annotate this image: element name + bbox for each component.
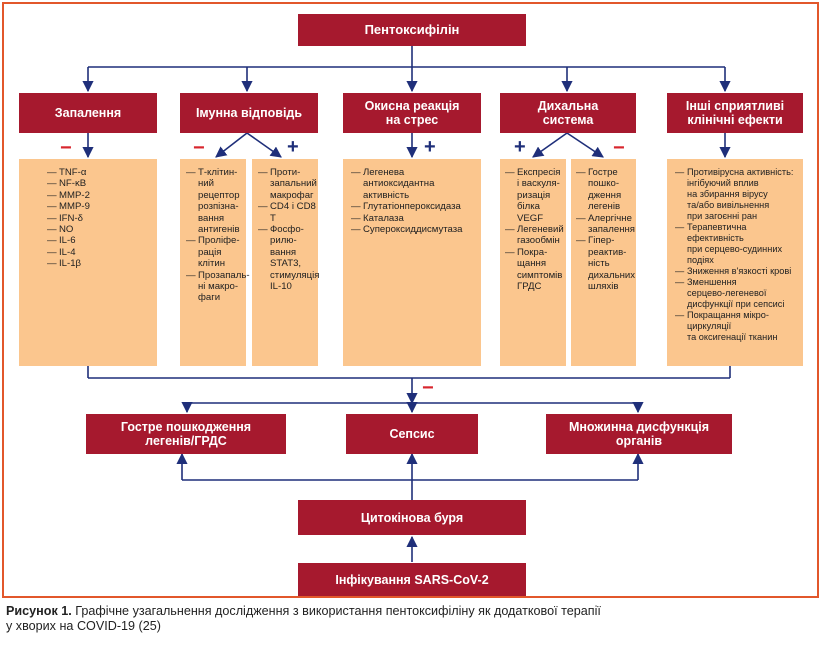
panel-list-item: Легеневий газообмін bbox=[505, 224, 564, 247]
panel-list-item: Покра- щання симптомів ГРДС bbox=[505, 247, 564, 293]
category-label: Інші сприятливі клінічні ефекти bbox=[685, 99, 785, 127]
outcome-label: Гостре пошкодження легенів/ГРДС bbox=[120, 420, 252, 448]
panel-list-item: IL-4 bbox=[47, 247, 151, 259]
arrow-resp-minus bbox=[566, 132, 604, 158]
arrow-resp-plus bbox=[532, 132, 568, 158]
panel-list-item: Противірусна активність: інгібуючий впли… bbox=[675, 167, 801, 222]
arrow-immune-minus bbox=[215, 132, 248, 158]
pentoxifylline-label: Пентоксифілін bbox=[364, 22, 460, 37]
cytokine-storm-label: Цитокінова буря bbox=[360, 510, 464, 525]
panel-list-item: NF-κB bbox=[47, 178, 151, 190]
panel-list-item: IL-6 bbox=[47, 235, 151, 247]
category-immune-response: Імунна відповідь bbox=[180, 93, 318, 133]
outcome-multiple-organ-dysfunction: Множинна дисфункція органів bbox=[546, 414, 732, 454]
panel-list-item: Легенева антиоксидантна активність bbox=[351, 167, 477, 201]
panel-list-item: IL-1β bbox=[47, 258, 151, 270]
arrow-immune-plus bbox=[246, 132, 282, 158]
sars-cov-2-infection-box: Інфікування SARS-CoV-2 bbox=[298, 563, 526, 596]
figure-frame bbox=[2, 2, 819, 598]
category-label: Запалення bbox=[54, 106, 122, 120]
immune-plus-list: Проти- запальний макрофагCD4 і CD8 TФосф… bbox=[258, 167, 319, 292]
panel-list-item: Зниження в'язкості крові bbox=[675, 266, 801, 277]
outcome-label: Множинна дисфункція органів bbox=[568, 420, 710, 448]
minus-sign-outcomes: − bbox=[422, 377, 434, 399]
panel-list-item: Прозапаль- ні макро- фаги bbox=[186, 270, 250, 304]
figure-caption: Рисунок 1. Графічне узагальнення дослідж… bbox=[6, 604, 806, 634]
panel-list-item: Гостре пошко- дження легенів bbox=[576, 167, 634, 213]
panel-list-item: Проліфе- рація клітин bbox=[186, 235, 244, 269]
plus-sign-respiratory: + bbox=[514, 136, 526, 158]
panel-respiratory-plus: Експресія і васкуля- ризація білка VEGFЛ… bbox=[500, 159, 566, 366]
panel-inflammation: TNF-αNF-κBMMP-2MMP-9IFN-δNOIL-6IL-4IL-1β bbox=[19, 159, 157, 366]
panel-list-item: Каталаза bbox=[351, 213, 477, 225]
panel-immune-minus: Т-клітин- ний рецептор розпізна- вання а… bbox=[180, 159, 250, 366]
outcome-ards: Гостре пошкодження легенів/ГРДС bbox=[86, 414, 286, 454]
plus-sign-immune: + bbox=[287, 136, 299, 158]
panel-list-item: Супероксиддисмутаза bbox=[351, 224, 477, 236]
panel-list-item: Проти- запальний макрофаг bbox=[258, 167, 317, 201]
panel-list-item: Покращання мікро- циркуляції та оксигена… bbox=[675, 310, 801, 343]
panel-list-item: NO bbox=[47, 224, 151, 236]
panel-list-item: MMP-9 bbox=[47, 201, 151, 213]
pentoxifylline-box: Пентоксифілін bbox=[298, 14, 526, 46]
panel-list-item: IFN-δ bbox=[47, 213, 151, 225]
outcome-sepsis: Сепсис bbox=[346, 414, 478, 454]
caption-text: Графічне узагальнення дослідження з вико… bbox=[6, 604, 601, 633]
infection-label: Інфікування SARS-CoV-2 bbox=[335, 572, 489, 587]
immune-minus-list: Т-клітин- ний рецептор розпізна- вання а… bbox=[186, 167, 250, 304]
caption-label: Рисунок 1. bbox=[6, 604, 72, 618]
panel-list-item: Фосфо- рилю- вання STAT3, стимуляція IL-… bbox=[258, 224, 319, 292]
panel-list-item: Гіпер- реактив- ність дихальних шляхів bbox=[576, 235, 635, 292]
panel-list-item: Експресія і васкуля- ризація білка VEGF bbox=[505, 167, 564, 224]
panel-list-item: Зменшення серцево-легеневої дисфункції п… bbox=[675, 277, 801, 310]
panel-oxidative: Легенева антиоксидантна активністьГлутат… bbox=[343, 159, 481, 366]
panel-list-item: Глутатіонпероксидаза bbox=[351, 201, 477, 213]
inflammation-list: TNF-αNF-κBMMP-2MMP-9IFN-δNOIL-6IL-4IL-1β bbox=[47, 167, 151, 270]
panel-other-effects: Противірусна активність: інгібуючий впли… bbox=[667, 159, 803, 366]
category-inflammation: Запалення bbox=[19, 93, 157, 133]
category-other-effects: Інші сприятливі клінічні ефекти bbox=[667, 93, 803, 133]
category-label: Дихальна система bbox=[537, 99, 599, 127]
minus-sign-respiratory: − bbox=[613, 137, 625, 159]
panel-list-item: Т-клітин- ний рецептор розпізна- вання а… bbox=[186, 167, 244, 235]
panel-list-item: MMP-2 bbox=[47, 190, 151, 202]
minus-sign-inflammation: − bbox=[60, 137, 72, 159]
category-respiratory-system: Дихальна система bbox=[500, 93, 636, 133]
category-label: Імунна відповідь bbox=[195, 106, 303, 120]
respiratory-minus-list: Гостре пошко- дження легенівАлергічне за… bbox=[576, 167, 635, 292]
respiratory-plus-list: Експресія і васкуля- ризація білка VEGFЛ… bbox=[505, 167, 564, 292]
panel-immune-plus: Проти- запальний макрофагCD4 і CD8 TФосф… bbox=[252, 159, 319, 366]
minus-sign-immune: − bbox=[193, 137, 205, 159]
panel-respiratory-minus: Гостре пошко- дження легенівАлергічне за… bbox=[571, 159, 636, 366]
panel-list-item: Алергічне запалення bbox=[576, 213, 635, 236]
category-label: Окисна реакція на стрес bbox=[364, 99, 460, 127]
panel-list-item: TNF-α bbox=[47, 167, 151, 179]
outcome-label: Сепсис bbox=[389, 427, 435, 441]
panel-list-item: CD4 і CD8 T bbox=[258, 201, 316, 224]
plus-sign-oxidative: + bbox=[424, 136, 436, 158]
panel-list-item: Терапевтична ефективність при серцево-су… bbox=[675, 222, 801, 266]
category-oxidative-stress: Окисна реакція на стрес bbox=[343, 93, 481, 133]
other-effects-list: Противірусна активність: інгібуючий впли… bbox=[675, 167, 801, 343]
oxidative-list: Легенева антиоксидантна активністьГлутат… bbox=[351, 167, 477, 236]
cytokine-storm-box: Цитокінова буря bbox=[298, 500, 526, 535]
